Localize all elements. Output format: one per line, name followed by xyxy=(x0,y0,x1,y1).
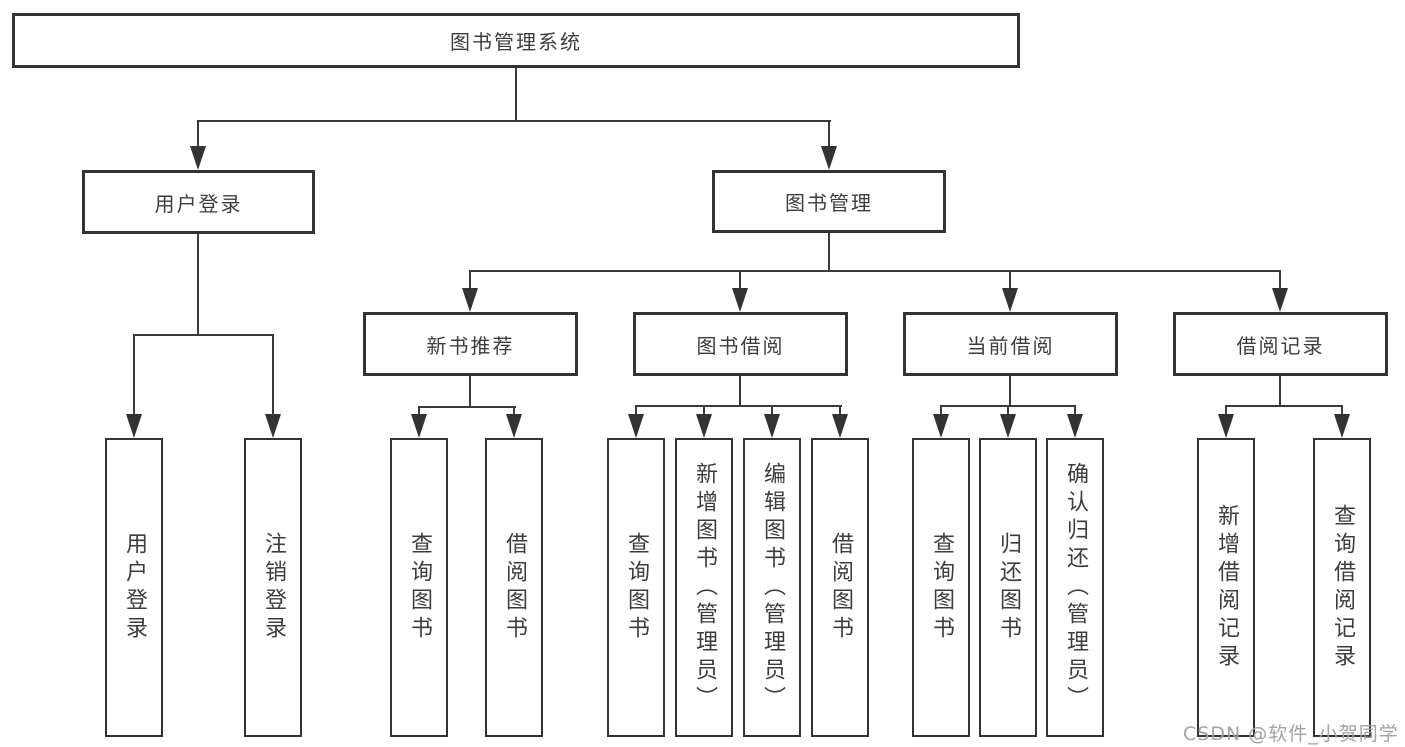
connector-segment xyxy=(1341,405,1343,418)
connector-segment xyxy=(469,376,471,408)
leaf-borrow-books-borrowing: 借阅图书 xyxy=(811,438,869,737)
connector-segment xyxy=(828,233,830,272)
connector-arrow xyxy=(1218,414,1234,438)
leaf-borrow-books-new-rec-label: 借阅图书 xyxy=(502,531,527,644)
connector-arrow xyxy=(1334,414,1350,438)
connector-segment xyxy=(1279,270,1281,292)
connector-arrow xyxy=(696,414,712,438)
leaf-add-borrow-record-label: 新增借阅记录 xyxy=(1214,503,1239,672)
connector-segment xyxy=(739,376,741,407)
connector-arrow xyxy=(411,414,427,438)
connector-arrow xyxy=(1002,288,1018,312)
connector-segment xyxy=(133,334,135,416)
connector-arrow xyxy=(265,414,281,438)
node-library-management-system: 图书管理系统 xyxy=(12,13,1020,68)
connector-arrow xyxy=(628,414,644,438)
connector-segment xyxy=(635,405,637,418)
connector-segment xyxy=(771,405,773,418)
connector-arrow xyxy=(190,146,206,170)
leaf-return-books: 归还图书 xyxy=(979,438,1037,737)
connector-segment xyxy=(197,120,199,148)
connector-segment xyxy=(133,334,274,336)
leaf-logout-login: 注销登录 xyxy=(244,438,302,737)
connector-arrow xyxy=(126,414,142,438)
connector-segment xyxy=(1279,376,1281,407)
connector-segment xyxy=(197,234,199,336)
connector-arrow xyxy=(506,414,522,438)
node-current-borrowing: 当前借阅 xyxy=(903,312,1118,376)
connector-segment xyxy=(703,405,705,418)
connector-segment xyxy=(839,405,841,418)
leaf-borrow-books-borrowing-label: 借阅图书 xyxy=(828,531,853,644)
connector-segment xyxy=(1225,405,1343,407)
connector-arrow xyxy=(832,414,848,438)
leaf-query-books-new-rec: 查询图书 xyxy=(390,438,448,737)
node-user-login: 用户登录 xyxy=(82,170,315,234)
connector-segment xyxy=(635,405,842,407)
connector-segment xyxy=(1007,405,1009,418)
leaf-query-borrow-record-label: 查询借阅记录 xyxy=(1330,503,1355,672)
connector-segment xyxy=(1225,405,1227,418)
leaf-add-books-admin: 新增图书（管理员） xyxy=(675,438,733,737)
node-book-management: 图书管理 xyxy=(712,170,946,233)
leaf-query-books-current: 查询图书 xyxy=(912,438,970,737)
leaf-query-books-borrowing: 查询图书 xyxy=(607,438,665,737)
connector-segment xyxy=(739,270,741,292)
leaf-user-login-label: 用户登录 xyxy=(122,531,147,644)
watermark-text: CSDN @软件_小贺同学 xyxy=(1183,723,1399,745)
leaf-query-books-borrowing-label: 查询图书 xyxy=(624,531,649,644)
node-new-book-recommendation: 新书推荐 xyxy=(363,312,578,376)
leaf-query-books-current-label: 查询图书 xyxy=(929,531,954,644)
connector-segment xyxy=(1009,376,1011,407)
connector-segment xyxy=(1009,270,1011,292)
leaf-confirm-return-admin-label: 确认归还（管理员） xyxy=(1063,461,1088,714)
leaf-add-books-admin-label: 新增图书（管理员） xyxy=(692,461,717,714)
connector-arrow xyxy=(462,288,478,312)
connector-segment xyxy=(1074,405,1076,418)
connector-arrow xyxy=(764,414,780,438)
connector-segment xyxy=(515,68,517,122)
node-book-borrowing: 图书借阅 xyxy=(633,312,848,376)
leaf-edit-books-admin: 编辑图书（管理员） xyxy=(743,438,801,737)
connector-arrow xyxy=(732,288,748,312)
connector-arrow xyxy=(1000,414,1016,438)
leaf-edit-books-admin-label: 编辑图书（管理员） xyxy=(760,461,785,714)
connector-arrow xyxy=(1067,414,1083,438)
connector-arrow xyxy=(1272,288,1288,312)
connector-segment xyxy=(940,405,942,418)
connector-segment xyxy=(418,406,420,418)
leaf-query-books-new-rec-label: 查询图书 xyxy=(407,531,432,644)
connector-segment xyxy=(197,120,831,122)
leaf-user-login: 用户登录 xyxy=(105,438,163,737)
connector-segment xyxy=(469,270,471,292)
leaf-confirm-return-admin: 确认归还（管理员） xyxy=(1046,438,1104,737)
leaf-logout-login-label: 注销登录 xyxy=(261,531,286,644)
leaf-query-borrow-record: 查询借阅记录 xyxy=(1313,438,1371,737)
leaf-add-borrow-record: 新增借阅记录 xyxy=(1197,438,1255,737)
connector-arrow xyxy=(933,414,949,438)
node-borrowing-records: 借阅记录 xyxy=(1173,312,1388,376)
connector-segment xyxy=(513,406,515,418)
connector-segment xyxy=(469,270,1281,272)
leaf-borrow-books-new-rec: 借阅图书 xyxy=(485,438,543,737)
connector-segment xyxy=(828,120,830,148)
connector-arrow xyxy=(821,146,837,170)
connector-segment xyxy=(272,334,274,416)
connector-segment xyxy=(418,406,516,408)
leaf-return-books-label: 归还图书 xyxy=(996,531,1021,644)
